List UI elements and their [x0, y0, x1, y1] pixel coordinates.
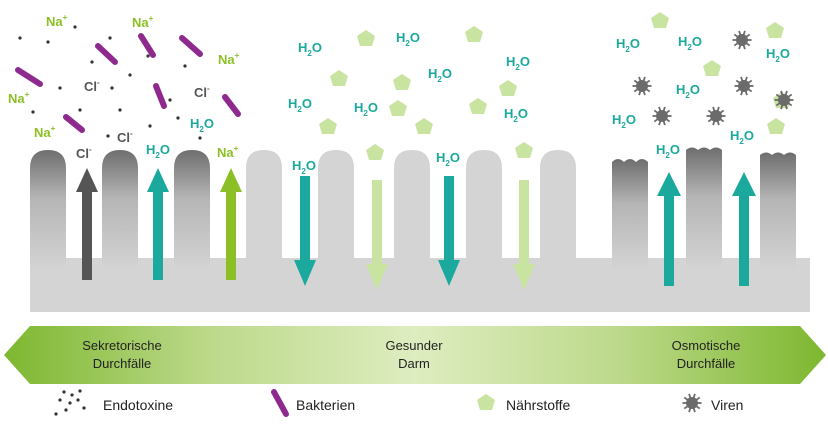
arrow-up-water	[147, 168, 169, 280]
sodium-labels: Na+ Na+ Na+ Na+ Na+ Na+	[8, 13, 240, 160]
h2o-label: H2O	[292, 158, 316, 176]
svg-text:Cl-: Cl-	[76, 145, 92, 161]
virus-icon	[632, 76, 652, 96]
arrow-down-water	[438, 176, 460, 286]
svg-text:Cl-: Cl-	[117, 129, 133, 145]
svg-text:Na+: Na+	[46, 13, 68, 29]
legend-viren-label: Viren	[711, 397, 743, 413]
chloride-labels: Cl- Cl- Cl- Cl-	[76, 78, 210, 161]
legend-viren: Viren	[682, 393, 743, 413]
banner-center-line1: Gesunder	[385, 338, 443, 353]
h2o-label: H2O	[354, 100, 378, 118]
h2o-label: H2O	[396, 30, 420, 48]
banner-right-line2: Durchfälle	[677, 356, 736, 371]
arrow-down-water	[294, 176, 316, 286]
virus-icon	[774, 90, 794, 110]
h2o-label: H2O	[766, 46, 790, 64]
arrow-up-water	[657, 172, 681, 286]
virus-icon	[734, 76, 754, 96]
h2o-label: H2O	[676, 82, 700, 100]
arrow-down-nutrient	[513, 180, 535, 290]
h2o-label: H2O	[656, 142, 680, 160]
legend-endotoxine-label: Endotoxine	[103, 397, 173, 413]
svg-text:Na+: Na+	[8, 90, 30, 106]
h2o-label: H2O	[288, 96, 312, 114]
tissue	[30, 147, 810, 312]
h2o-label: H2O	[616, 36, 640, 54]
h2o-label: H2O	[298, 40, 322, 58]
bacteria	[15, 33, 241, 133]
banner-center-line2: Darm	[398, 356, 430, 371]
legend-endotoxine: Endotoxine	[54, 389, 173, 416]
viruses	[632, 30, 794, 126]
nutrients	[319, 12, 791, 160]
svg-text:Na+: Na+	[218, 51, 240, 67]
virus-icon	[732, 30, 752, 50]
arrows	[76, 168, 756, 290]
h2o-label: H2O	[730, 128, 754, 146]
legend-naehrstoffe: Nährstoffe	[477, 394, 571, 413]
legend-naehrstoffe-label: Nährstoffe	[506, 397, 571, 413]
virus-icon	[652, 106, 672, 126]
svg-text:Cl-: Cl-	[84, 78, 100, 94]
h2o-label: H2O	[504, 106, 528, 124]
water-labels: H2O H2O H2O H2O H2O H2O H2O H2O H2O H2O H2O H2O H2O H…	[146, 30, 790, 176]
svg-text:Na+: Na+	[132, 14, 154, 30]
h2o-label: H2O	[428, 66, 452, 84]
legend-bakterien-label: Bakterien	[296, 397, 355, 413]
endotoxin-dots	[18, 25, 202, 140]
h2o-label: H2O	[506, 54, 530, 72]
h2o-label: H2O	[612, 112, 636, 130]
svg-text:Cl-: Cl-	[194, 84, 210, 100]
virus-icon	[682, 393, 702, 413]
banner-left-line2: Durchfälle	[93, 356, 152, 371]
banner-left-line1: Sekretorische	[82, 338, 161, 353]
arrow-up-water	[732, 172, 756, 286]
h2o-label: H2O	[190, 116, 214, 134]
h2o-label: H2O	[146, 142, 170, 160]
arrow-down-nutrient	[366, 180, 388, 290]
svg-text:Na+: Na+	[217, 144, 239, 160]
legend-bakterien: Bakterien	[271, 389, 355, 417]
h2o-label: H2O	[678, 34, 702, 52]
banner-right-line1: Osmotische	[672, 338, 741, 353]
virus-icon	[706, 106, 726, 126]
h2o-label: H2O	[436, 150, 460, 168]
legend: Endotoxine Bakterien Nährstoffe Viren	[54, 389, 743, 417]
banner: Sekretorische Durchfälle Gesunder Darm O…	[4, 326, 826, 384]
arrow-up-cl	[76, 168, 98, 280]
svg-text:Na+: Na+	[34, 124, 56, 140]
arrow-up-na	[220, 168, 242, 280]
